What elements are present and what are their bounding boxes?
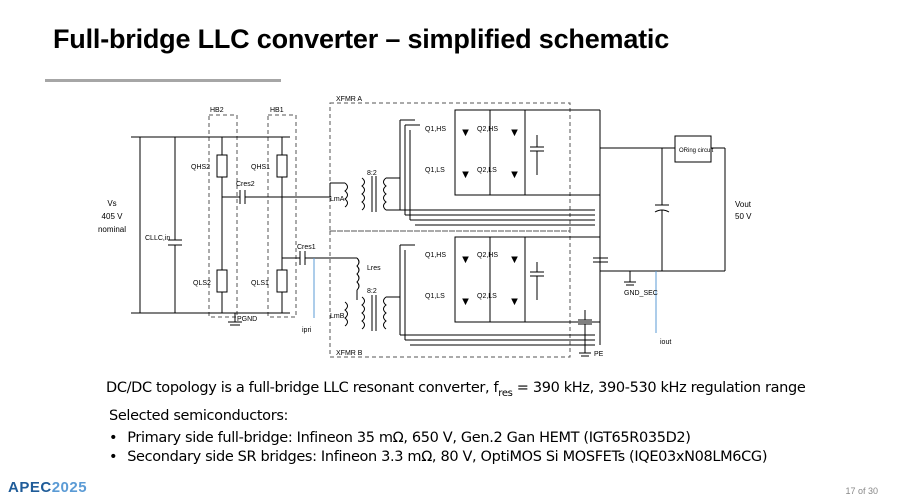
l-ma-coil [344,182,348,208]
q-ls2-label: QLS2 [193,280,211,287]
logo-main: APEC [8,479,52,496]
pe-label: PE [594,351,604,358]
title-underline [45,79,281,82]
list-item: Secondary side SR bridges: Infineon 3.3 … [109,449,767,465]
c-llc-in-label: CLLC,in [145,235,170,242]
l-res-coil [356,257,360,291]
q2ls-a-label: Q2,LS [477,167,497,174]
q1ls-b-label: Q1,LS [425,293,445,300]
q2hs-b-label: Q2,HS [477,252,498,259]
oring-box [674,135,712,163]
q-ls2-switch [216,269,228,293]
q-hs1-label: QHS1 [251,164,270,171]
q-hs1-switch [276,154,288,178]
semiconductors-heading: Selected semiconductors: [109,408,289,424]
vs-line3: nominal [98,225,126,234]
caption-part2: = 390 kHz, 390-530 kHz regulation range [512,380,806,396]
hb1-label: HB1 [270,107,284,114]
hb2-label: HB2 [210,107,224,114]
xfmr-a-label: XFMR A [336,96,362,103]
page-number: 17 of 30 [845,486,878,496]
gnd-sec-label: GND_SEC [624,290,658,297]
i-pri-label: ipri [302,327,312,334]
pgnd-label: PGND [237,316,257,323]
ratio-b-label: 8:2 [367,288,377,295]
list-item: Primary side full-bridge: Infineon 35 mΩ… [109,430,767,446]
q1ls-a-label: Q1,LS [425,167,445,174]
xfmr-a-primary [361,177,365,211]
slide-title: Full-bridge LLC converter – simplified s… [53,24,670,54]
semiconductors-list: Primary side full-bridge: Infineon 35 mΩ… [109,430,767,468]
c-res2-label: Cres2 [236,181,255,188]
q-ls1-label: QLS1 [251,280,269,287]
i-out-label: iout [660,339,671,346]
q-hs2-switch [216,154,228,178]
q2ls-b-label: Q2,LS [477,293,497,300]
l-res-label: Lres [367,265,381,272]
q1hs-b-label: Q1,HS [425,252,446,259]
caption-subscript: res [498,387,513,399]
xfmr-a-box [329,102,571,232]
q-ls1-switch [276,269,288,293]
vout-line2: 50 V [735,212,752,221]
vs-line1: Vs [107,199,116,208]
xfmr-b-secondary [383,296,387,330]
caption-part1: DC/DC topology is a full-bridge LLC reso… [106,380,499,396]
hb2-box [208,114,238,318]
q2hs-a-label: Q2,HS [477,126,498,133]
xfmr-a-secondary [383,177,387,211]
ratio-a-label: 8:2 [367,170,377,177]
l-mb-coil [344,301,348,327]
llc-schematic: HB2 HB1 XFMR A XFMR B Vs 405 V nominal C… [98,96,752,358]
c-res1-label: Cres1 [297,244,316,251]
topology-caption: DC/DC topology is a full-bridge LLC reso… [106,380,806,399]
xfmr-b-label: XFMR B [336,350,363,357]
xfmr-b-box [329,230,571,358]
q1hs-a-label: Q1,HS [425,126,446,133]
oring-label: ORing circuit [679,148,714,154]
apec-logo: APEC2025 [8,479,87,496]
vs-line2: 405 V [102,212,124,221]
l-ma-label: LmA [330,196,345,203]
vout-line1: Vout [735,200,752,209]
l-mb-label: LmB [330,313,345,320]
hb1-box [267,114,297,318]
logo-year: 2025 [51,479,88,496]
xfmr-b-primary [361,296,365,330]
q-hs2-label: QHS2 [191,164,210,171]
